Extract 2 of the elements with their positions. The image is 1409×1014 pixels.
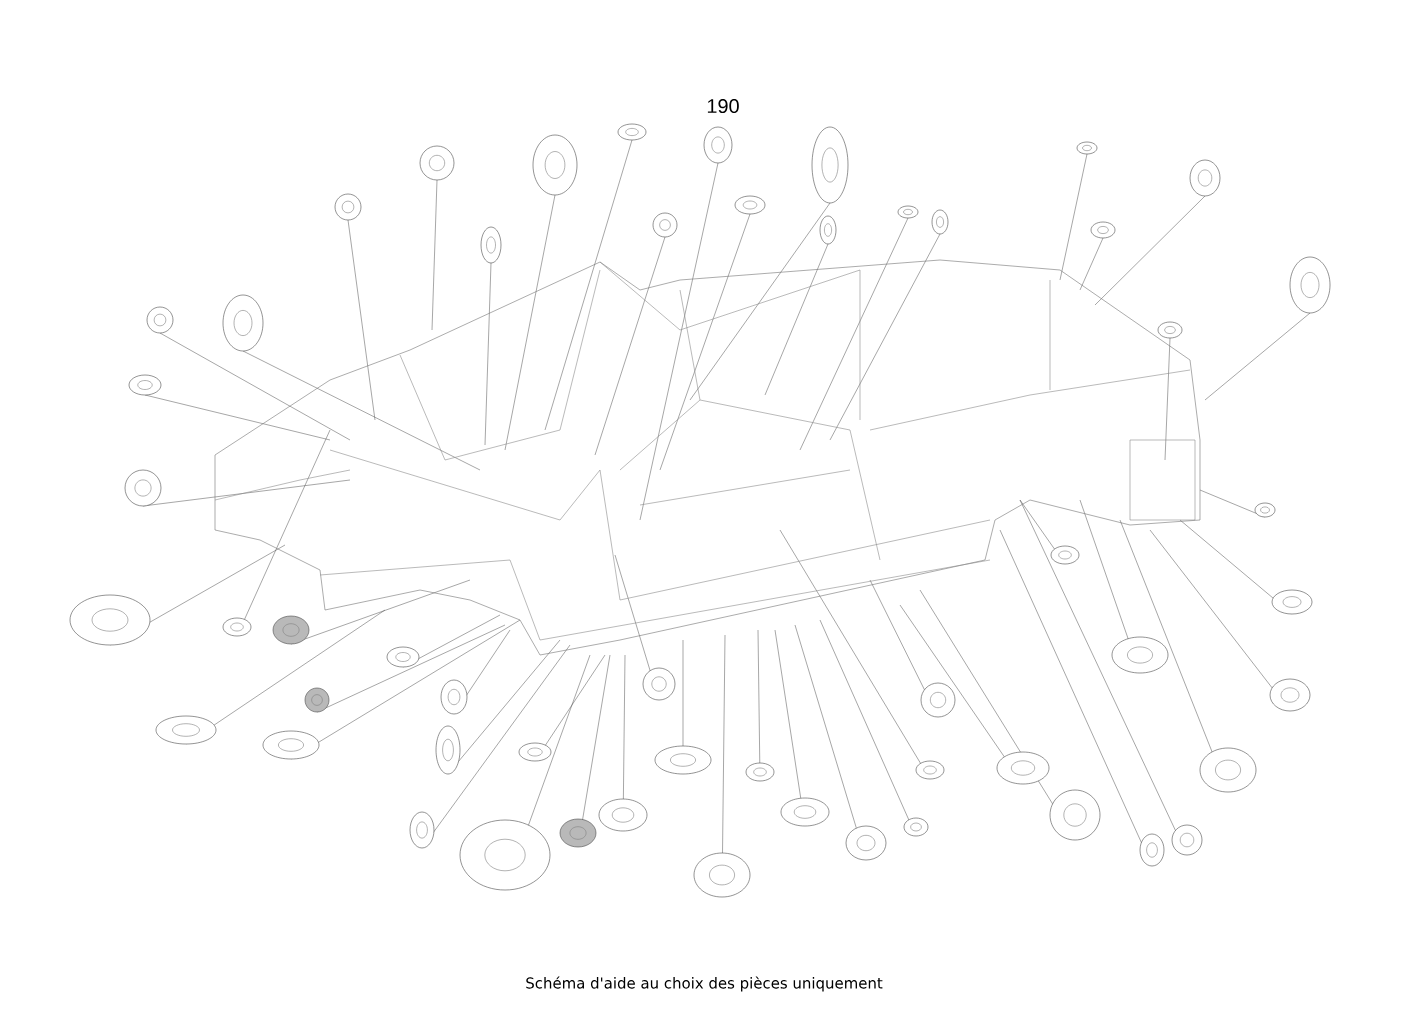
callout-number: 190	[707, 98, 739, 114]
caption: Schéma d'aide au choix des pièces uniquement	[526, 976, 883, 992]
